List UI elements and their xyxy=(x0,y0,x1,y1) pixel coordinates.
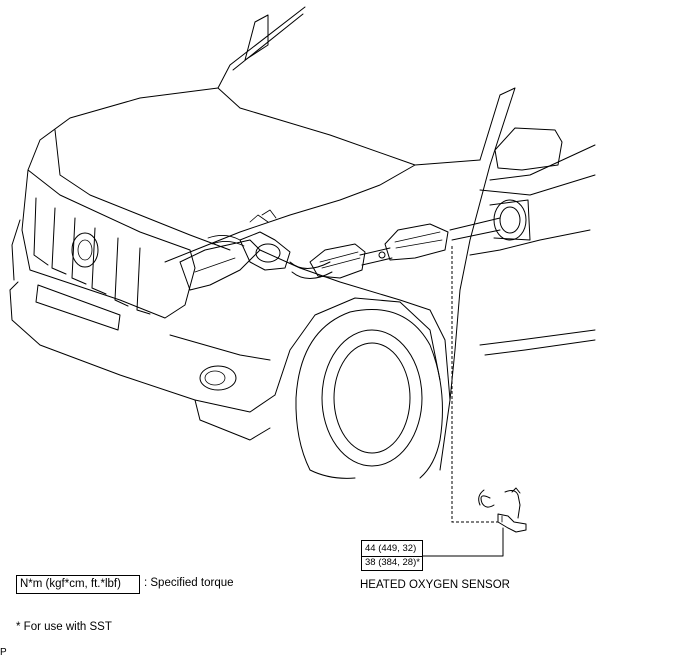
torque-spec-box: 44 (449, 32) 38 (384, 28)* xyxy=(361,540,423,571)
corner-mark: P xyxy=(0,647,7,658)
legend-unit-description: : Specified torque xyxy=(144,577,234,589)
torque-value-sst: 38 (384, 28)* xyxy=(365,557,420,568)
catalytic-converter-rear xyxy=(378,223,449,261)
component-label: HEATED OXYGEN SENSOR xyxy=(360,579,510,591)
sst-footnote: * For use with SST xyxy=(16,621,112,633)
front-bumper xyxy=(9,219,276,441)
catalytic-converter-front xyxy=(309,243,366,279)
exhaust-pipe xyxy=(289,217,501,279)
windshield-outline xyxy=(454,87,516,351)
exhaust-manifold xyxy=(207,209,291,271)
legend-unit-box: N*m (kgf*cm, ft.*lbf) xyxy=(16,575,140,594)
hood-outline xyxy=(27,6,481,263)
front-wheel xyxy=(295,309,443,479)
side-mirror xyxy=(494,127,563,171)
tailpipe xyxy=(489,199,531,241)
torque-leader-line xyxy=(422,527,504,557)
torque-value-standard: 44 (449, 32) xyxy=(365,543,417,554)
headlight xyxy=(179,239,261,291)
sensor-leader-line xyxy=(451,246,498,523)
oxygen-sensor-detail xyxy=(478,487,527,533)
door-outline xyxy=(449,144,596,401)
grille xyxy=(21,169,196,319)
front-fender xyxy=(259,249,451,471)
